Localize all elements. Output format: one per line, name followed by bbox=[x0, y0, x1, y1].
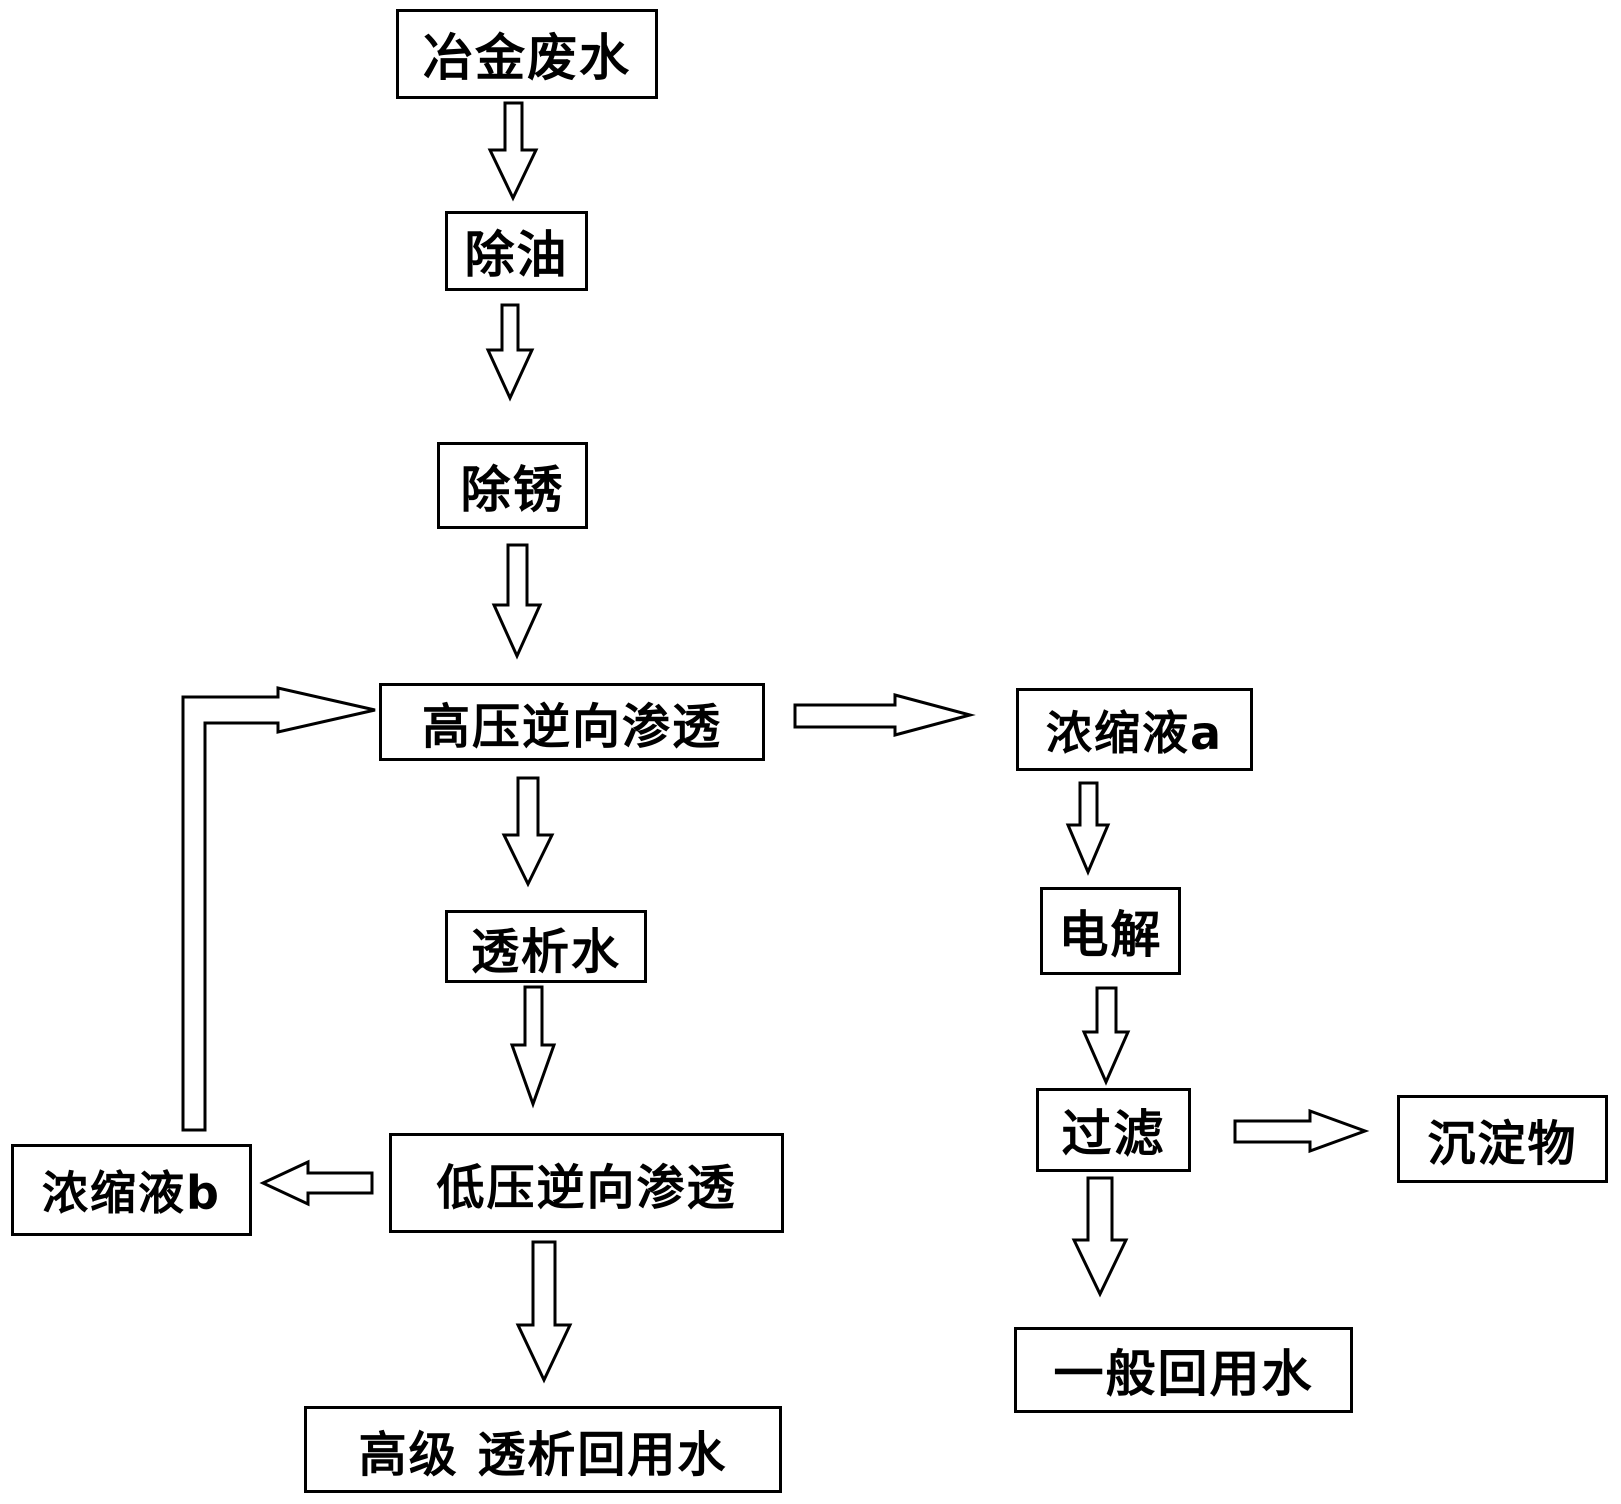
node-metallurgical-wastewater: 冶金废水 bbox=[396, 9, 658, 99]
arrow-electrolysis-to-filtration bbox=[1081, 986, 1131, 1086]
node-oil-removal: 除油 bbox=[445, 211, 588, 291]
node-rust-removal: 除锈 bbox=[437, 442, 588, 529]
arrow-rust-removal-to-hp-ro bbox=[491, 543, 543, 660]
arrow-oil-removal-to-rust-removal bbox=[485, 303, 535, 402]
node-dialysis-water: 透析水 bbox=[445, 910, 647, 983]
arrow-dialysis-water-to-lp-ro bbox=[509, 985, 557, 1109]
arrow-hp-ro-to-concentrate-a bbox=[793, 693, 976, 737]
arrow-lp-ro-to-concentrate-b bbox=[259, 1159, 374, 1207]
arrow-wastewater-to-oil-removal bbox=[487, 101, 539, 202]
node-concentrate-a: 浓缩液a bbox=[1016, 688, 1253, 771]
arrow-lp-ro-to-advanced-reuse-water bbox=[515, 1240, 573, 1384]
node-precipitate: 沉淀物 bbox=[1397, 1095, 1608, 1183]
node-general-reuse-water: 一般回用水 bbox=[1014, 1327, 1353, 1413]
node-filtration: 过滤 bbox=[1036, 1088, 1191, 1172]
node-concentrate-b: 浓缩液b bbox=[11, 1144, 252, 1236]
node-electrolysis: 电解 bbox=[1040, 887, 1181, 975]
arrow-filtration-to-general-reuse-water bbox=[1071, 1176, 1129, 1298]
node-hp-reverse-osmosis: 高压逆向渗透 bbox=[379, 683, 765, 761]
arrow-hp-ro-to-dialysis-water bbox=[501, 776, 555, 888]
node-lp-reverse-osmosis: 低压逆向渗透 bbox=[389, 1133, 784, 1233]
arrow-filtration-to-precipitate bbox=[1233, 1108, 1370, 1154]
arrow-concentrate-a-to-electrolysis bbox=[1065, 781, 1111, 876]
arrow-concentrate-b-recycle-to-hp-ro bbox=[181, 686, 376, 1132]
node-advanced-dialysis-reuse-water: 高级 透析回用水 bbox=[304, 1406, 782, 1493]
